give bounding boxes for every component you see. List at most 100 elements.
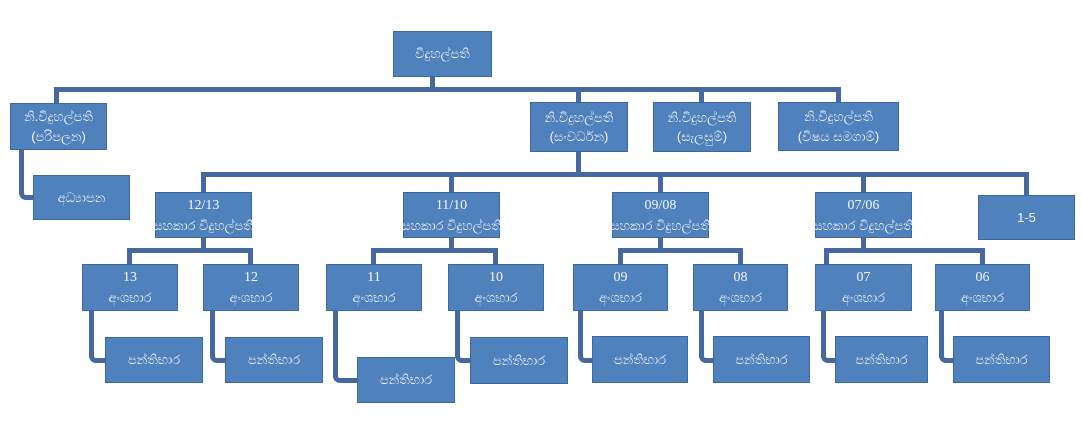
node-sublabel: අංශභාර	[719, 290, 762, 306]
connector-drop-ap-12-13	[201, 172, 206, 192]
node-class-11: පන්තිභාර	[357, 357, 455, 403]
node-section-12: 12 අංශභාර	[203, 264, 299, 311]
node-label: 06	[975, 270, 990, 286]
connector-drop-cocurricular	[836, 87, 841, 102]
connector-development-stub	[576, 152, 581, 174]
node-label: පන්තිභාර	[247, 352, 301, 368]
node-ap-07-06: 07/06 සහකාර විදුහල්පති	[813, 192, 914, 238]
node-sublabel: (විෂය සමගාම්)	[797, 128, 880, 144]
connector-drop-section-06	[980, 248, 985, 264]
node-label: නි.විදුහල්පති	[24, 109, 93, 124]
node-label: 1-5	[1017, 209, 1036, 225]
node-label: පන්තිභාර	[975, 351, 1028, 367]
node-label: පන්තිභාර	[855, 351, 908, 367]
connector-rail-11-10	[371, 248, 498, 253]
node-label: 07	[856, 270, 871, 286]
node-label: විදුහල්පති	[415, 46, 470, 62]
connector-rail-09-08	[618, 248, 743, 253]
node-label: 10	[489, 270, 503, 286]
node-class-06: පන්තිභාර	[953, 336, 1050, 383]
node-sublabel: සහකාර විදුහල්පති	[610, 217, 711, 233]
node-label: 12/13	[187, 197, 220, 213]
node-sublabel: අංශභාර	[474, 290, 518, 306]
node-section-09: 09 අංශභාර	[573, 264, 668, 311]
node-label: පන්තිභාර	[127, 352, 181, 368]
node-sublabel: සහකාර විදුහල්පති	[153, 217, 254, 233]
connector-drop-section-12	[248, 248, 253, 264]
connector-drop-ap-09-08	[658, 177, 663, 192]
node-label: නි.විදුහල්පති	[544, 109, 614, 125]
connector-section07-class	[821, 311, 835, 363]
node-label: පන්තිභාර	[492, 352, 546, 368]
node-class-12: පන්තිභාර	[225, 337, 323, 383]
connector-section08-class	[699, 311, 713, 363]
connector-drop-admin	[54, 87, 59, 103]
node-label: 12	[244, 270, 258, 286]
node-sublabel: සහකාර විදුහල්පති	[813, 217, 914, 233]
connector-stub-11-10	[449, 238, 454, 250]
node-ap-09-08: 09/08 සහකාර විදුහල්පති	[610, 192, 711, 238]
node-education: අධ්‍යාපන	[33, 175, 130, 220]
node-sublabel: (සංවර්ධන)	[549, 129, 609, 144]
connector-rail-07-06	[824, 248, 983, 253]
connector-stub-12-13	[201, 238, 206, 250]
node-principal: විදුහල්පති	[393, 31, 492, 77]
connector-drop-grades-1-5	[1024, 172, 1029, 195]
connector-section12-class	[210, 311, 225, 363]
connector-section10-class	[455, 311, 470, 363]
connector-admin-education	[19, 150, 34, 200]
node-ap-12-13: 12/13 සහකාර විදුහල්පති	[153, 192, 254, 238]
connector-drop-ap-07-06	[861, 177, 866, 192]
connector-drop-section-13	[127, 248, 132, 264]
connector-section09-class	[578, 311, 592, 363]
node-deputy-planning: නි.විදුහල්පති (සැලසුම්)	[653, 102, 751, 152]
connector-stub-09-08	[658, 238, 663, 250]
node-class-10: පන්තිභාර	[470, 337, 568, 384]
node-label: 08	[733, 270, 748, 286]
node-section-10: 10 අංශභාර	[448, 264, 544, 311]
connector-level2-rail	[54, 87, 841, 92]
node-sublabel: අංශභාර	[599, 290, 642, 306]
node-label: පන්තිභාර	[735, 351, 788, 367]
node-label: අධ්‍යාපන	[57, 189, 106, 205]
node-sublabel: අංශභාර	[842, 290, 885, 306]
node-label: නි.විදුහල්පති	[804, 109, 873, 124]
node-section-13: 13 අංශභාර	[82, 264, 178, 311]
node-sublabel: අංශභාර	[961, 290, 1004, 306]
node-section-07: 07 අංශභාර	[815, 264, 912, 311]
node-sublabel: (සැලසුම්)	[676, 129, 728, 144]
node-label: 11/10	[435, 197, 468, 213]
connector-level3-rail	[201, 172, 1029, 177]
connector-drop-development	[576, 90, 581, 102]
connector-section11-class	[333, 311, 357, 383]
node-deputy-cocurricular: නි.විදුහල්පති (විෂය සමගාම්)	[778, 102, 899, 151]
node-class-08: පන්තිභාර	[713, 336, 810, 383]
node-label: 09/08	[644, 197, 677, 213]
node-ap-11-10: 11/10 සහකාර විදුහල්පති	[401, 192, 502, 238]
connector-stub-07-06	[861, 238, 866, 250]
connector-drop-section-07	[824, 248, 829, 264]
connector-drop-section-08	[738, 248, 743, 264]
node-sublabel: අංශභාර	[229, 290, 273, 306]
node-label: 13	[123, 270, 137, 286]
connector-principal-stub	[430, 77, 435, 92]
connector-drop-planning	[699, 90, 704, 102]
node-sublabel: අංශභාර	[352, 290, 396, 306]
connector-section06-class	[939, 311, 953, 363]
node-class-13: පන්තිභාර	[105, 337, 203, 383]
connector-drop-section-11	[371, 248, 376, 264]
node-sublabel: සහකාර විදුහල්පති	[401, 217, 502, 233]
node-sublabel: (පරිපලන)	[31, 128, 86, 144]
node-label: 11	[367, 270, 381, 286]
node-deputy-admin: නි.විදුහල්පති (පරිපලන)	[10, 103, 107, 150]
node-deputy-development: නි.විදුහල්පති (සංවර්ධන)	[530, 102, 628, 152]
connector-rail-12-13	[127, 248, 253, 253]
connector-drop-ap-11-10	[449, 177, 454, 192]
node-label: පන්තිභාර	[379, 372, 433, 388]
node-label: 09	[613, 270, 628, 286]
node-class-07: පන්තිභාර	[835, 336, 928, 383]
node-label: නි.විදුහල්පති	[667, 109, 737, 125]
node-label: 07/06	[847, 197, 880, 213]
connector-drop-section-09	[618, 248, 623, 264]
node-section-08: 08 අංශභාර	[693, 264, 788, 311]
